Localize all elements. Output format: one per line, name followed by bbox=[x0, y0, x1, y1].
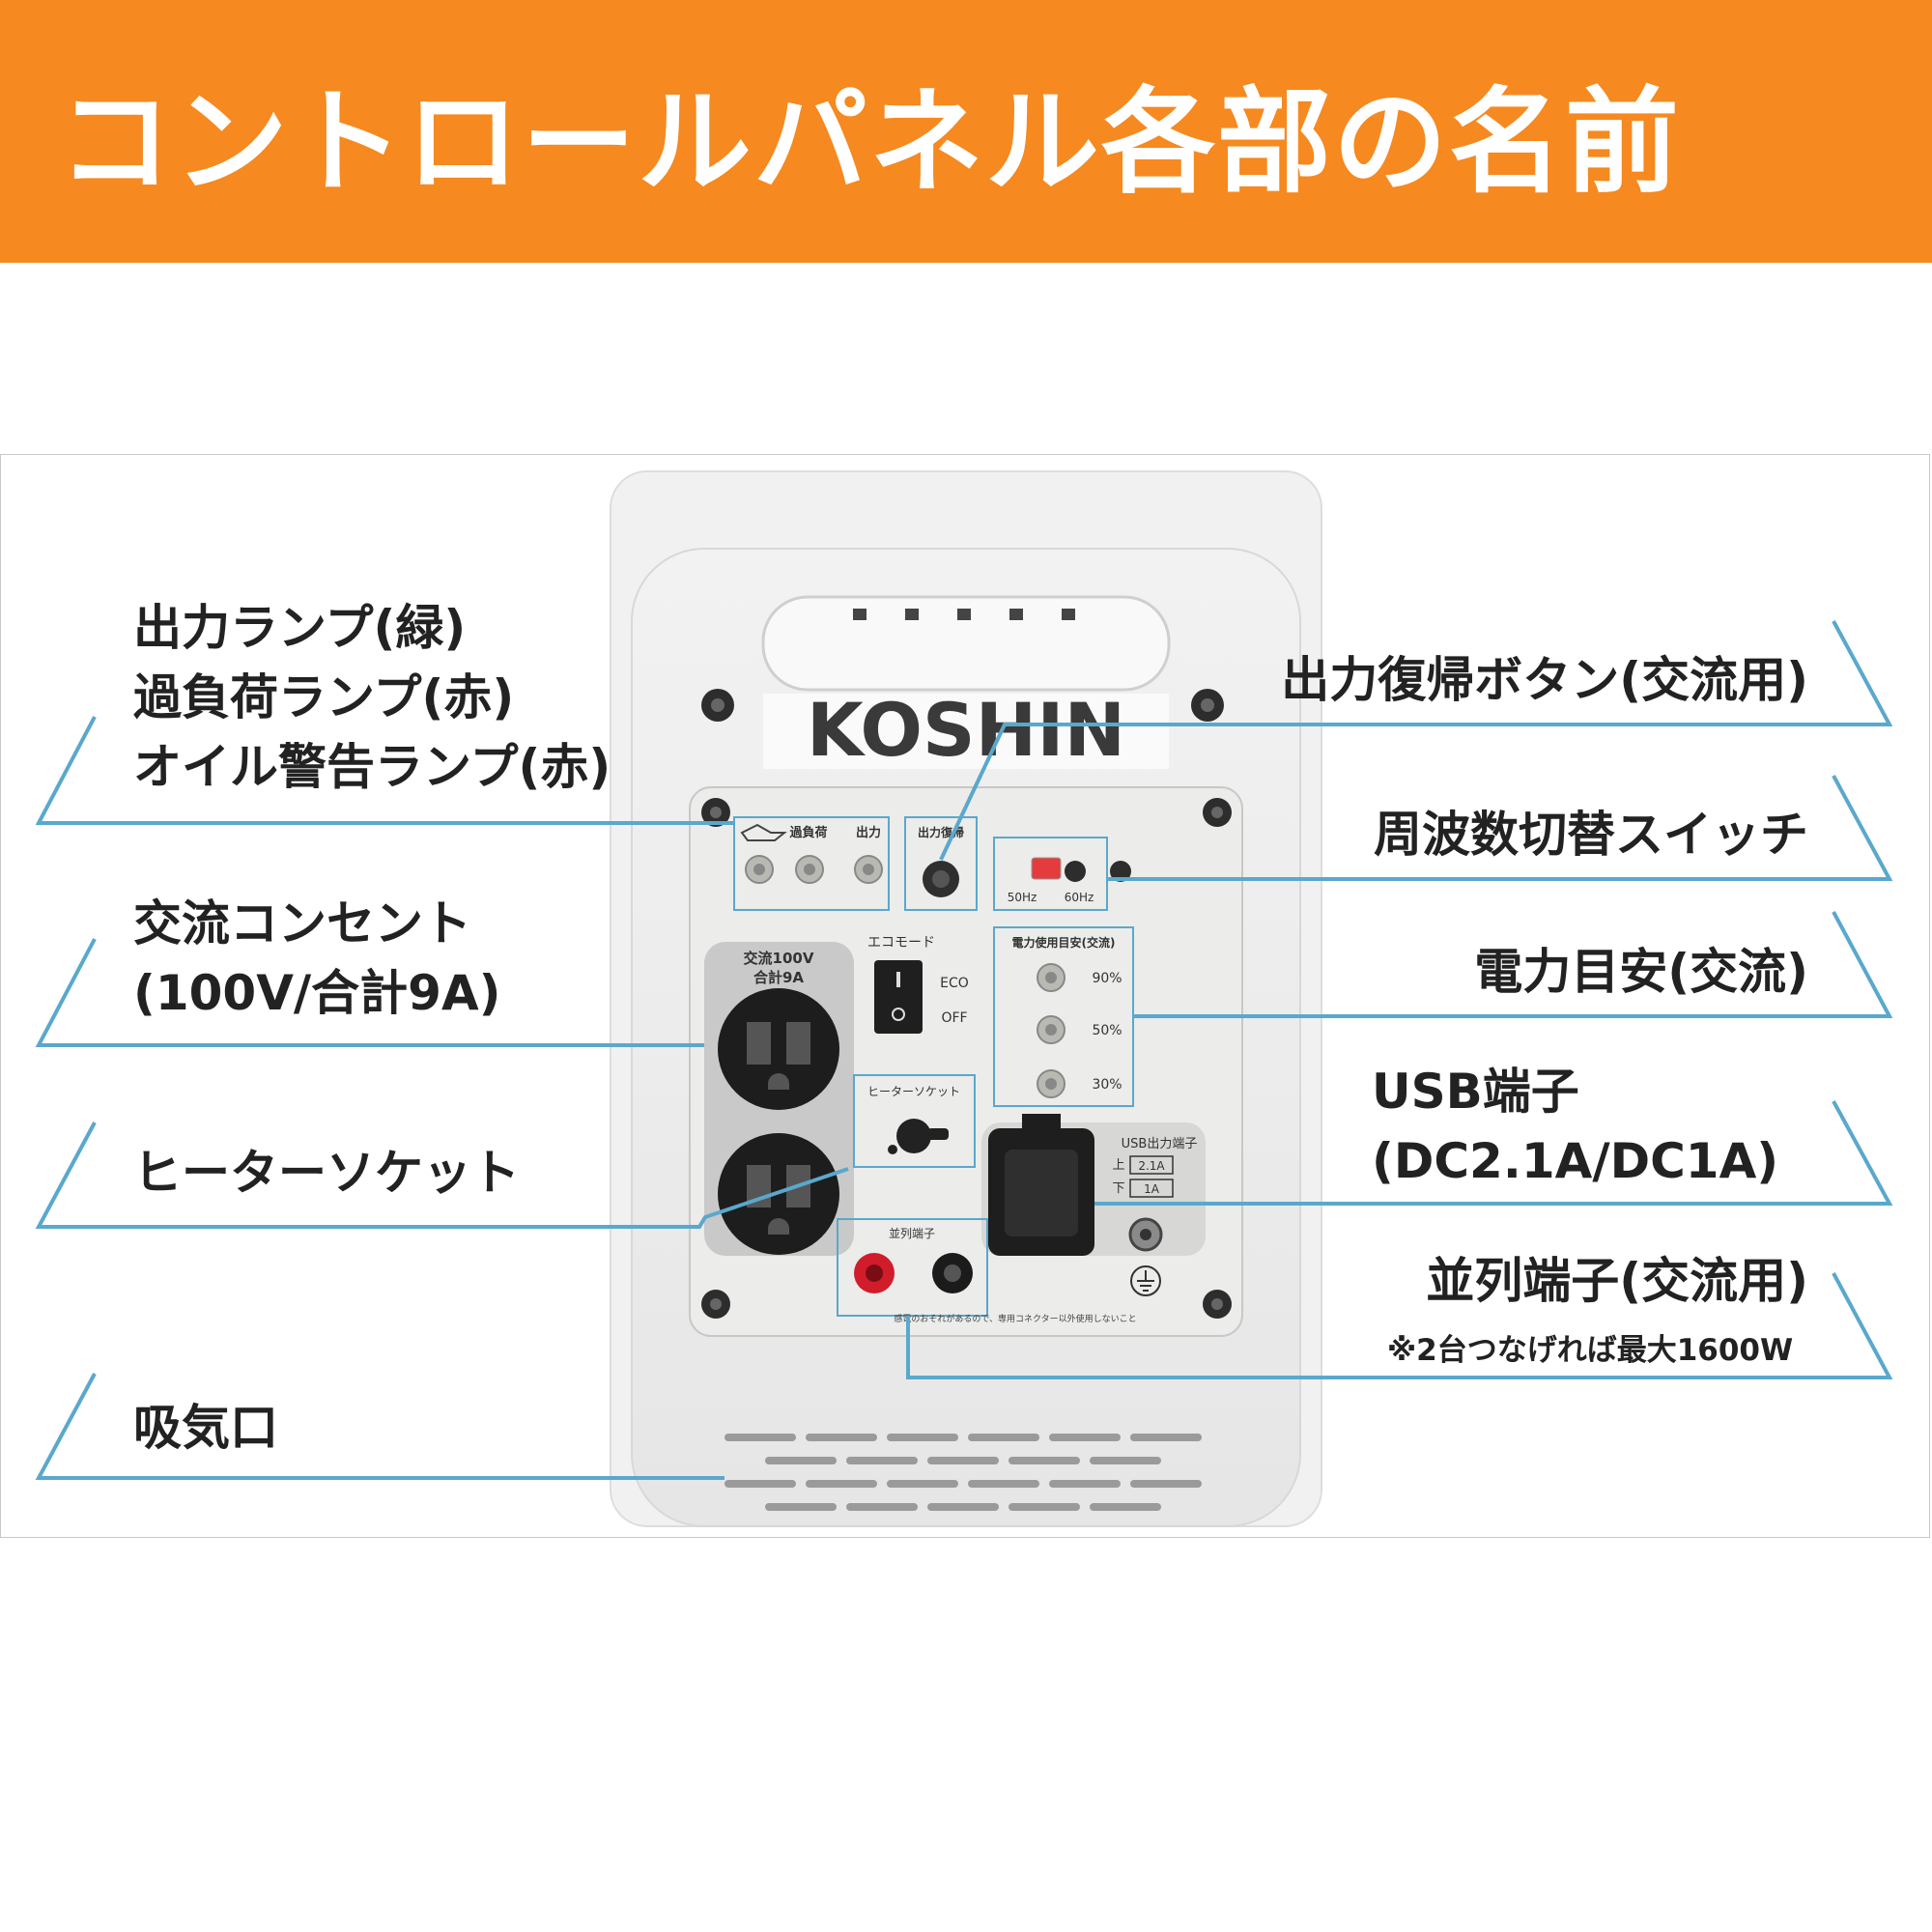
leader-meter bbox=[1133, 911, 1893, 1018]
parallel-title: 並列端子 bbox=[889, 1227, 935, 1240]
heater-socket[interactable] bbox=[888, 1119, 949, 1154]
page-title: コントロールパネル各部の名前 bbox=[58, 74, 1682, 209]
label-output-lamp: 出力ランプ(緑) bbox=[133, 600, 467, 656]
header-banner: コントロールパネル各部の名前 bbox=[0, 0, 1932, 263]
leader-air-intake bbox=[35, 1373, 724, 1480]
meter-lamp-90 bbox=[1037, 963, 1065, 992]
lamp-group-box bbox=[733, 816, 890, 911]
label-heater-socket: ヒーターソケット bbox=[133, 1145, 520, 1201]
freq-50-text: 50Hz bbox=[1008, 891, 1037, 904]
panel-screws bbox=[701, 798, 1232, 1319]
meter-level-50: 50% bbox=[1092, 1023, 1122, 1038]
freq-switch[interactable] bbox=[1031, 857, 1062, 880]
meter-lamp-50 bbox=[1037, 1015, 1065, 1044]
meter-level-30: 30% bbox=[1092, 1077, 1122, 1093]
usb-upper-label: 上 bbox=[1112, 1158, 1124, 1173]
label-oil-lamp: オイル警告ランプ(赤) bbox=[133, 739, 611, 795]
panel-warning-text: 感電のおそれがあるので、専用コネクター以外使用しないこと bbox=[894, 1313, 1136, 1324]
eco-mode-title: エコモード bbox=[867, 935, 935, 951]
leader-parallel bbox=[906, 1272, 1893, 1379]
label-lamps: 出力ランプ(緑) 過負荷ランプ(赤) オイル警告ランプ(赤) bbox=[133, 593, 611, 802]
meter-level-90: 90% bbox=[1092, 971, 1122, 986]
parallel-box bbox=[837, 1218, 988, 1317]
label-ac-outlet-name: 交流コンセント bbox=[133, 895, 471, 952]
eco-mode-switch[interactable] bbox=[874, 960, 923, 1034]
lamp-overload-text: 過負荷 bbox=[788, 825, 827, 840]
usb-lower-label: 下 bbox=[1112, 1181, 1124, 1196]
label-parallel-note: ※2台つなげれば最大1600W bbox=[1387, 1333, 1794, 1368]
eco-off-text: OFF bbox=[941, 1010, 967, 1026]
leader-ac-outlet bbox=[35, 938, 704, 1047]
label-ac-outlet: 交流コンセント (100V/合計9A) bbox=[133, 889, 501, 1028]
usb-upper-value: 2.1A bbox=[1138, 1159, 1165, 1173]
oil-can-icon bbox=[740, 823, 787, 841]
oil-warning-lamp bbox=[745, 855, 774, 884]
leader-freq bbox=[1107, 775, 1893, 881]
lamp-output-text: 出力 bbox=[856, 825, 881, 840]
usb-lower-box bbox=[1129, 1179, 1174, 1198]
brand-plate bbox=[763, 694, 1169, 769]
label-power-meter: 電力目安(交流) bbox=[1474, 944, 1808, 1000]
freq-switch-box bbox=[993, 837, 1108, 911]
parallel-terminal-red[interactable] bbox=[854, 1253, 895, 1293]
leader-lines bbox=[35, 620, 1893, 1480]
ac-outlet-sub: 合計9A bbox=[753, 969, 804, 986]
usb-port-cover[interactable] bbox=[988, 1114, 1094, 1256]
freq-60-text: 60Hz bbox=[1065, 891, 1094, 904]
reset-button-box bbox=[904, 816, 978, 911]
eco-on-text: ECO bbox=[940, 976, 969, 991]
label-usb-name: USB端子 bbox=[1372, 1064, 1579, 1120]
leader-reset bbox=[939, 620, 1893, 861]
power-meter-title: 電力使用目安(交流) bbox=[1012, 935, 1116, 950]
ground-icon bbox=[1130, 1265, 1161, 1296]
ac-outlet-title: 交流100V bbox=[744, 950, 814, 967]
diagram-frame bbox=[0, 454, 1930, 1538]
ground-terminal[interactable] bbox=[1128, 1217, 1163, 1252]
label-overload-lamp: 過負荷ランプ(赤) bbox=[133, 669, 515, 725]
air-intake-vents bbox=[724, 1434, 1202, 1511]
label-reset-button: 出力復帰ボタン(交流用) bbox=[1281, 652, 1808, 708]
heater-socket-box bbox=[853, 1074, 976, 1168]
label-parallel: 並列端子(交流用) bbox=[1426, 1253, 1808, 1309]
reset-button[interactable] bbox=[923, 861, 959, 897]
usb-title: USB出力端子 bbox=[1122, 1137, 1198, 1151]
ac-outlet-upper[interactable] bbox=[718, 988, 839, 1110]
leader-lamps bbox=[35, 716, 734, 825]
label-freq-switch: 周波数切替スイッチ bbox=[1374, 807, 1808, 863]
brand-logo: KOSHIN bbox=[807, 687, 1125, 773]
usb-lower-value: 1A bbox=[1144, 1182, 1160, 1196]
leader-heater bbox=[35, 1122, 849, 1229]
carry-handle bbox=[761, 595, 1171, 692]
usb-upper-box bbox=[1129, 1155, 1174, 1175]
parallel-terminal-black[interactable] bbox=[932, 1253, 973, 1293]
meter-lamp-30 bbox=[1037, 1069, 1065, 1098]
label-ac-outlet-spec: (100V/合計9A) bbox=[133, 965, 501, 1021]
output-lamp bbox=[854, 855, 883, 884]
label-usb-spec: (DC2.1A/DC1A) bbox=[1372, 1133, 1779, 1189]
housing-screws bbox=[701, 689, 1224, 722]
overload-lamp bbox=[795, 855, 824, 884]
label-air-intake: 吸気口 bbox=[133, 1400, 278, 1456]
heater-socket-text: ヒーターソケット bbox=[867, 1085, 960, 1098]
label-usb: USB端子 (DC2.1A/DC1A) bbox=[1372, 1057, 1778, 1196]
leader-usb bbox=[1094, 1100, 1893, 1206]
